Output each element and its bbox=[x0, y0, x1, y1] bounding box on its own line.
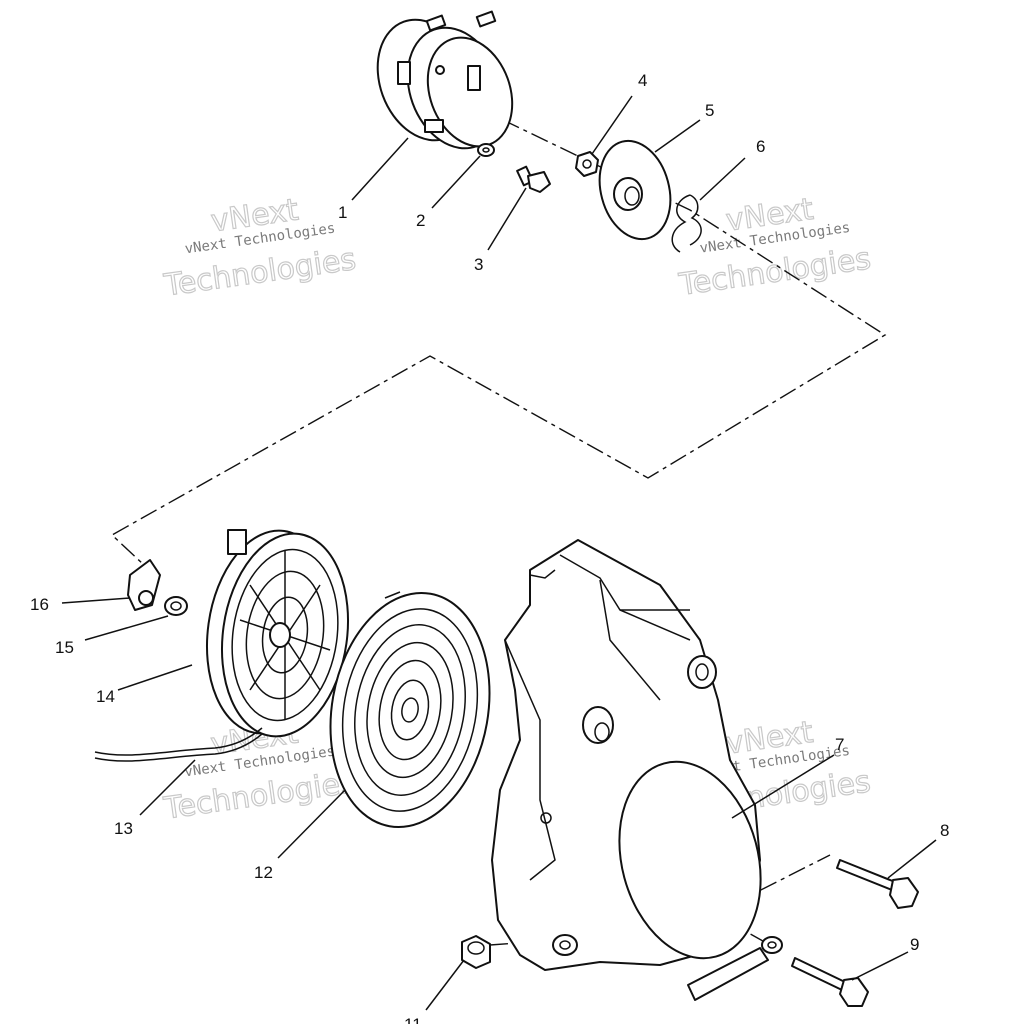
callout-15: 15 bbox=[55, 638, 74, 657]
leader-9 bbox=[851, 951, 909, 981]
callout-11: 11 bbox=[404, 1015, 422, 1024]
rope-handle bbox=[687, 947, 769, 1001]
leader-12 bbox=[277, 789, 346, 859]
leader-15 bbox=[84, 615, 169, 641]
starter-cup bbox=[376, 10, 514, 150]
bolt-long-8 bbox=[836, 859, 919, 909]
callout-8: 8 bbox=[940, 821, 949, 840]
callout-13: 13 bbox=[114, 819, 133, 838]
bolt-small bbox=[516, 165, 551, 193]
leader-11 bbox=[425, 959, 465, 1011]
nut bbox=[575, 151, 599, 177]
drive-plate bbox=[598, 139, 672, 241]
callout-5: 5 bbox=[705, 101, 714, 120]
leader-5 bbox=[654, 119, 701, 153]
pawl-spring bbox=[164, 596, 188, 616]
callout-2: 2 bbox=[416, 211, 425, 230]
callout-1: 1 bbox=[338, 203, 347, 222]
leader-2 bbox=[431, 155, 481, 209]
leader-7 bbox=[731, 754, 835, 819]
starter-housing bbox=[491, 539, 762, 971]
callout-16: 16 bbox=[30, 595, 49, 614]
callout-12: 12 bbox=[254, 863, 273, 882]
leader-13 bbox=[139, 759, 196, 816]
plug-nut bbox=[461, 935, 491, 969]
rope-pulley bbox=[205, 529, 350, 738]
callout-3: 3 bbox=[474, 255, 483, 274]
leader-4 bbox=[591, 95, 633, 155]
axis-top-parts bbox=[110, 91, 887, 581]
spring-clip bbox=[671, 194, 702, 253]
leader-6 bbox=[699, 157, 746, 201]
recoil-spring bbox=[329, 591, 491, 828]
bolt-long-9 bbox=[791, 957, 869, 1007]
callout-labels: 1 2 3 4 5 6 7 8 9 11 12 13 14 15 16 bbox=[30, 71, 949, 1024]
leader-16 bbox=[61, 597, 131, 604]
washer-9 bbox=[761, 936, 783, 954]
callout-4: 4 bbox=[638, 71, 647, 90]
callout-6: 6 bbox=[756, 137, 765, 156]
leader-14 bbox=[117, 664, 193, 691]
pawl bbox=[127, 559, 161, 611]
leader-8 bbox=[887, 839, 937, 879]
callout-7: 7 bbox=[835, 735, 844, 754]
leader-lines bbox=[61, 95, 937, 1011]
leader-3 bbox=[487, 187, 527, 251]
leader-1 bbox=[351, 137, 409, 201]
starter-rope bbox=[94, 727, 263, 762]
callout-9: 9 bbox=[910, 935, 919, 954]
callout-14: 14 bbox=[96, 687, 115, 706]
washer bbox=[477, 143, 495, 157]
